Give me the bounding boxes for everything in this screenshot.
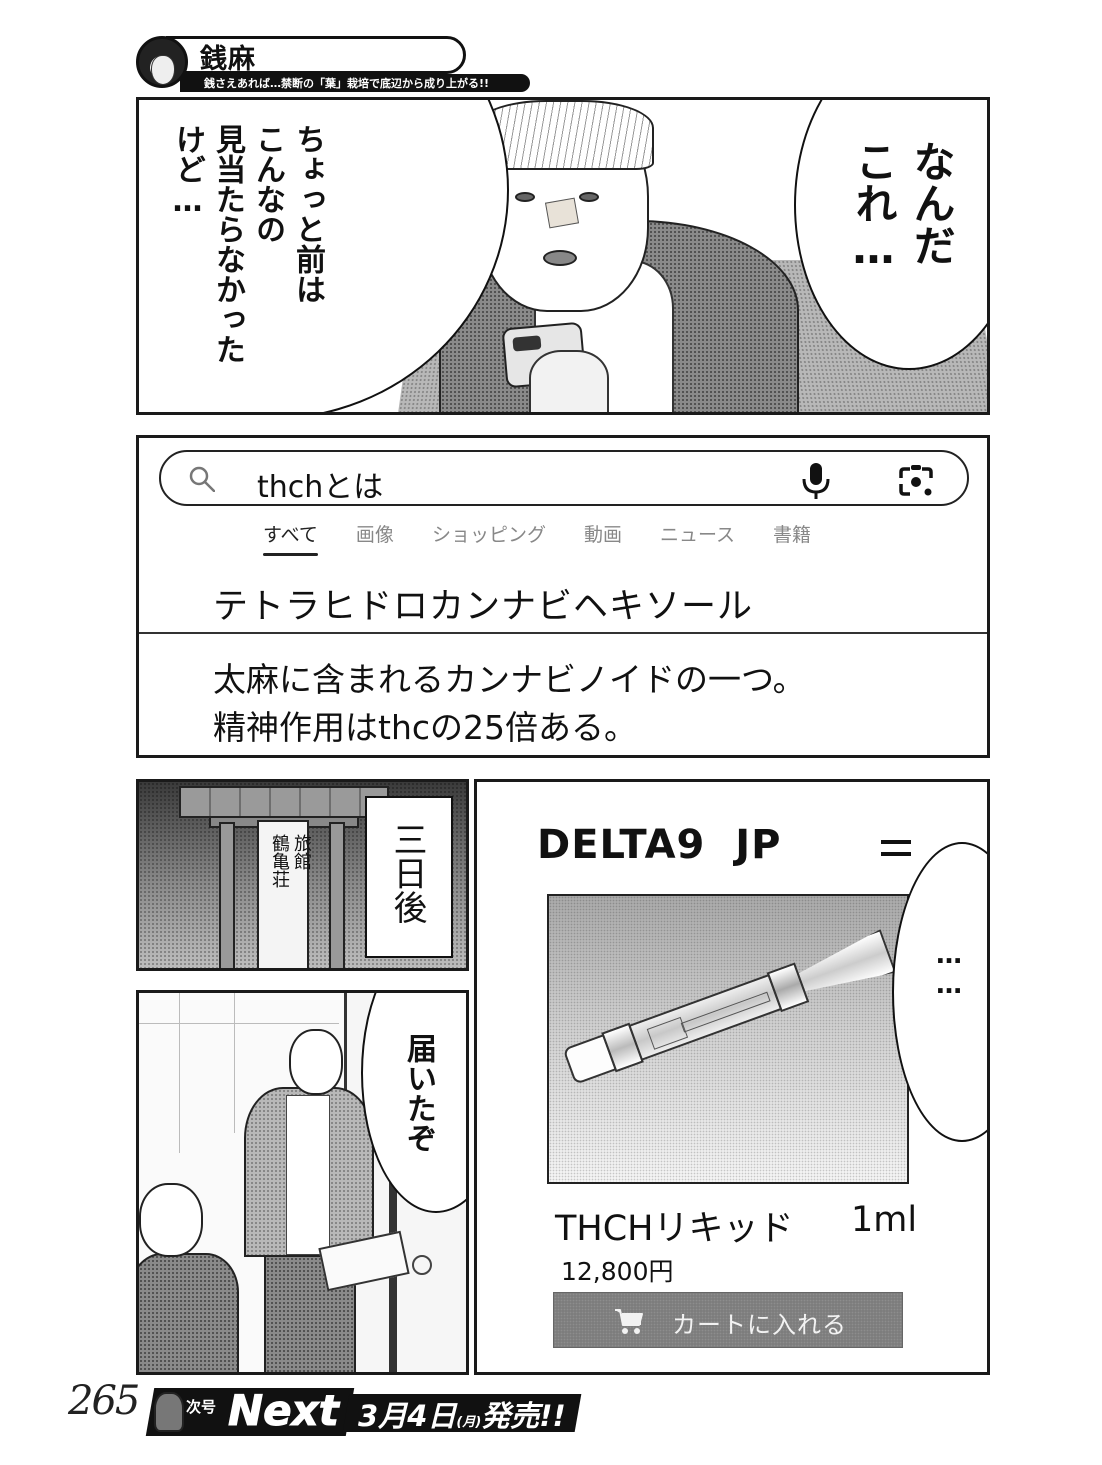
result-title[interactable]: テトラヒドロカンナビヘキソール: [213, 587, 754, 627]
tab-images[interactable]: 画像: [355, 524, 394, 546]
vape-cartridge-illustration: [561, 929, 896, 1089]
panel-phone-reading: ちょっと前は こんなの 見当たらなかった けど… なんだ これ…: [136, 97, 990, 415]
series-subtitle: 銭さえあれば…禁断の「葉」栽培で底辺から成り上がる!!: [204, 77, 490, 90]
mic-icon[interactable]: [801, 462, 831, 500]
tab-videos[interactable]: 動画: [583, 524, 622, 546]
result-description: 太麻に含まれるカンナビノイドの一つ。 精神作用はthcの25倍ある。: [213, 656, 806, 752]
gate-roof: [179, 786, 389, 818]
subtitle-banner: [180, 74, 530, 92]
search-bar[interactable]: thchとは: [159, 450, 969, 506]
release-weekday: (月): [456, 1415, 482, 1430]
door-handle-icon: [412, 1255, 432, 1275]
search-input[interactable]: thchとは: [257, 470, 384, 505]
tab-books[interactable]: 書籍: [773, 524, 812, 546]
release-date: 3月4日(月)発売!!: [358, 1393, 566, 1435]
narration-text: 三日後: [387, 822, 427, 924]
title-banner: [166, 36, 466, 74]
search-tabs: すべて 画像 ショッピング 動画 ニュース 書籍: [263, 520, 849, 556]
panel-delivery: 届いたぞ: [136, 990, 469, 1375]
boy-illustration: [139, 1183, 239, 1372]
panel-shop-page: DELTA9 JP …… THCHリキッド 1ml 12,800円 カートに入れ…: [474, 779, 990, 1375]
wall-line: [139, 1023, 339, 1024]
ryokan-signboard: [257, 820, 309, 968]
result-divider: [139, 632, 987, 634]
wall-line: [234, 993, 235, 1133]
result-description-line-1: 太麻に含まれるカンナビノイドの一つ。: [213, 660, 806, 699]
tab-shopping[interactable]: ショッピング: [431, 524, 546, 546]
speech-text-ellipsis: ……: [934, 940, 964, 1000]
courier-illustration: [244, 1029, 410, 1372]
ryokan-sign-text: 旅館 鶴亀荘: [269, 834, 312, 888]
narration-box: [365, 796, 453, 958]
series-title: 銭麻: [200, 44, 256, 75]
product-price: 12,800円: [561, 1257, 674, 1286]
product-image[interactable]: [547, 894, 909, 1184]
page-number: 265: [68, 1378, 140, 1424]
release-day: 4日: [407, 1399, 457, 1433]
mascot-icon: [154, 1392, 184, 1432]
release-month: 3月: [358, 1399, 408, 1433]
add-to-cart-button[interactable]: カートに入れる: [553, 1292, 903, 1348]
add-to-cart-label: カートに入れる: [672, 1311, 847, 1339]
speech-text-right: なんだ これ…: [849, 140, 956, 273]
wall-line: [179, 993, 180, 1153]
nose-bandage: [544, 197, 580, 229]
shop-name[interactable]: DELTA9 JP: [537, 822, 782, 868]
next-logo: Next: [228, 1386, 340, 1436]
product-name: THCHリキッド: [555, 1209, 794, 1249]
shopping-cart-icon: [615, 1309, 643, 1334]
speech-text-delivery: 届いたぞ: [401, 1033, 436, 1153]
speech-text-left: ちょっと前は こんなの 見当たらなかった けど…: [170, 124, 325, 364]
release-text: 発売!!: [481, 1399, 566, 1433]
character-avatar-icon: [136, 36, 188, 88]
product-volume: 1ml: [851, 1200, 918, 1240]
next-logo-text: Next: [228, 1386, 340, 1436]
camera-lens-icon[interactable]: [897, 464, 935, 498]
hamburger-menu-icon[interactable]: [881, 840, 911, 856]
search-icon[interactable]: [189, 466, 215, 492]
series-header: 銭麻 銭さえあれば…禁断の「葉」栽培で底辺から成り上がる!!: [136, 34, 536, 94]
panel-search-results: thchとは すべて 画像 ショッピング 動画 ニュース 書籍 テトラヒドロカン…: [136, 435, 990, 758]
next-issue-banner: 次号 Next 3月4日(月)発売!!: [145, 1386, 590, 1436]
tab-all[interactable]: すべて: [263, 520, 318, 556]
gate-post: [219, 822, 235, 968]
result-description-line-2: 精神作用はthcの25倍ある。: [213, 708, 637, 747]
gate-post: [329, 822, 345, 968]
tab-news[interactable]: ニュース: [659, 524, 736, 546]
panel-ryokan-sign: 旅館 鶴亀荘 三日後: [136, 779, 469, 971]
next-issue-label: 次号: [186, 1398, 217, 1416]
